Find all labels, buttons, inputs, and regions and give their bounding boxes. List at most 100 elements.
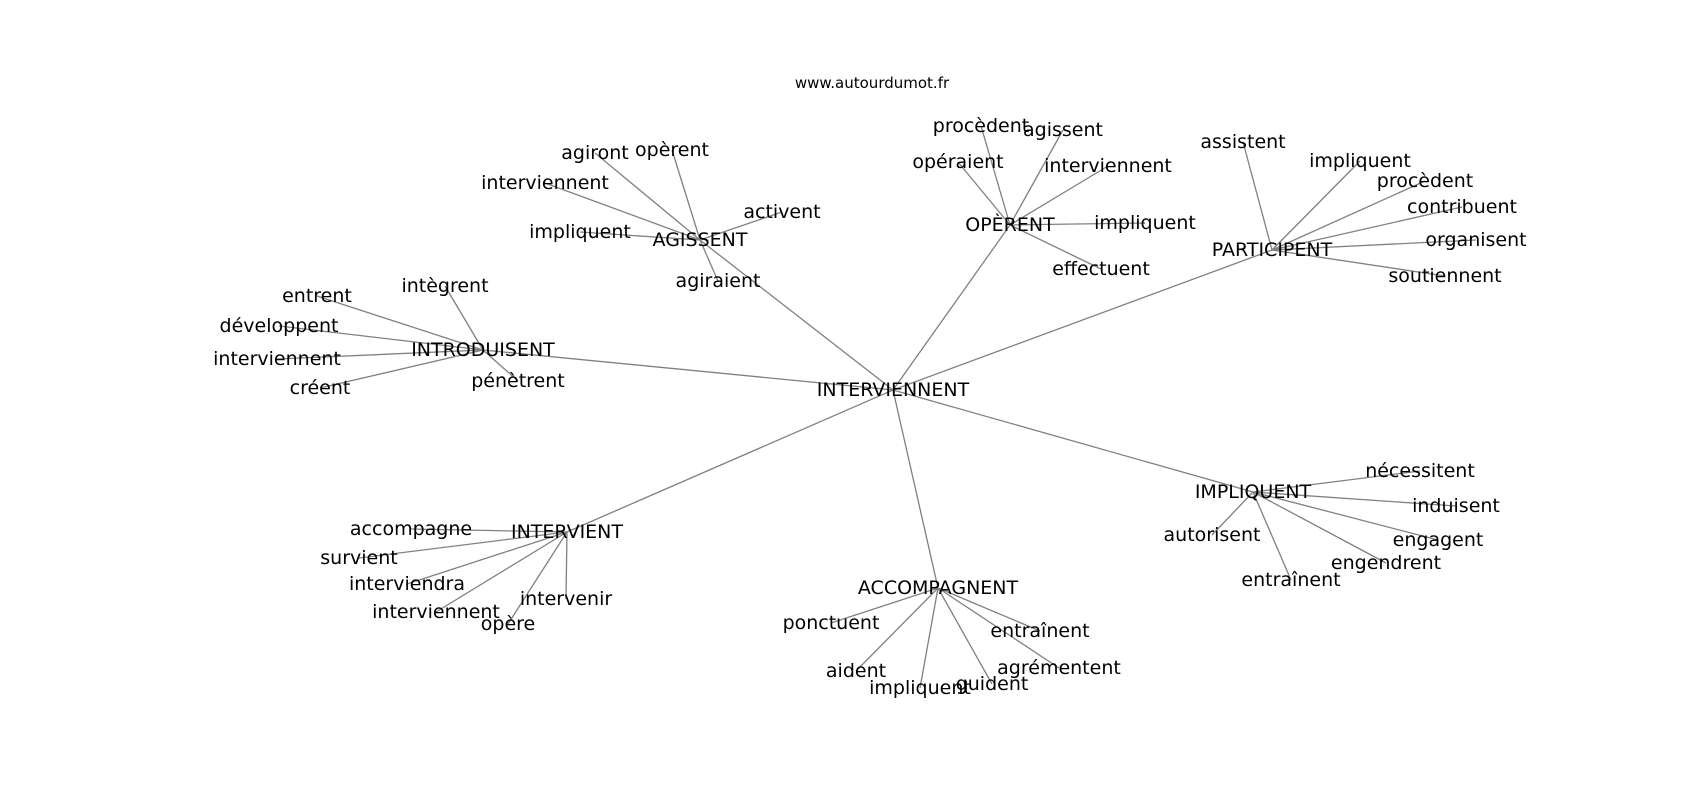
edge-intervient-interviennent	[435, 531, 568, 613]
hub-introduisent[interactable]: INTRODUISENT	[411, 339, 555, 361]
edge-agissent-activent	[699, 211, 783, 241]
edge-accompagnent-ponctuent	[830, 587, 939, 624]
leaf-impliquent-induisent[interactable]: induisent	[1412, 495, 1500, 517]
leaf-intervient-interviennent[interactable]: interviennent	[372, 601, 500, 623]
leaf-introduisent-developpent[interactable]: développent	[220, 315, 339, 337]
edge-center-operent	[892, 224, 1011, 391]
leaf-participent-soutiennent[interactable]: soutiennent	[1388, 265, 1501, 287]
edge-participent-impliquent	[1271, 160, 1361, 251]
leaf-introduisent-interviennent[interactable]: interviennent	[213, 348, 341, 370]
leaf-introduisent-integrent[interactable]: intègrent	[401, 275, 488, 297]
edge-center-accompagnent	[892, 389, 939, 589]
edge-center-participent	[892, 249, 1273, 391]
edge-introduisent-entrent	[316, 295, 484, 351]
edge-accompagnent-guident	[937, 587, 993, 685]
edge-introduisent-penetrent	[482, 349, 519, 382]
edge-center-impliquent	[892, 389, 1254, 493]
leaf-operent-operaient[interactable]: opéraient	[912, 151, 1003, 173]
edge-accompagnent-impliquent	[919, 587, 939, 689]
hub-operent[interactable]: OPÈRENT	[965, 213, 1055, 236]
leaf-impliquent-engendrent[interactable]: engendrent	[1331, 552, 1441, 574]
edge-agissent-impliquent	[579, 231, 701, 241]
edge-agissent-agiront	[594, 152, 701, 241]
leaf-participent-procedent[interactable]: procèdent	[1377, 170, 1473, 192]
leaf-accompagnent-guident[interactable]: guident	[956, 673, 1029, 695]
edge-operent-interviennent	[1009, 165, 1109, 226]
leaf-intervient-interviendra[interactable]: interviendra	[349, 573, 465, 595]
leaf-accompagnent-impliquent[interactable]: impliquent	[869, 677, 971, 699]
edge-introduisent-creent	[319, 349, 484, 389]
edge-introduisent-integrent	[444, 285, 484, 351]
leaf-accompagnent-entrainent[interactable]: entraînent	[990, 620, 1089, 642]
leaf-intervient-intervenir[interactable]: intervenir	[520, 588, 613, 610]
leaf-accompagnent-agrementent[interactable]: agrémentent	[997, 657, 1121, 679]
hub-intervient[interactable]: INTERVIENT	[511, 521, 623, 543]
edge-participent-soutiennent	[1271, 249, 1446, 277]
edge-center-intervient	[566, 389, 894, 533]
hub-participent[interactable]: PARTICIPENT	[1212, 239, 1333, 261]
leaf-impliquent-engagent[interactable]: engagent	[1393, 529, 1484, 551]
edge-intervient-interviendra	[406, 531, 568, 585]
leaf-participent-contribuent[interactable]: contribuent	[1407, 196, 1517, 218]
edge-operent-operaient	[957, 161, 1011, 226]
hub-impliquent[interactable]: IMPLIQUENT	[1195, 481, 1312, 503]
watermark: www.autourdumot.fr	[795, 74, 950, 92]
leaf-agissent-interviennent[interactable]: interviennent	[481, 172, 609, 194]
edge-accompagnent-entrainent	[937, 587, 1041, 632]
edge-intervient-opere	[507, 531, 568, 625]
leaf-intervient-survient[interactable]: survient	[320, 547, 397, 569]
center-node[interactable]: INTERVIENNENT	[817, 379, 970, 401]
leaf-agissent-agiront[interactable]: agiront	[561, 142, 629, 164]
leaf-impliquent-entrainent[interactable]: entraînent	[1241, 569, 1340, 591]
graph-edges	[276, 125, 1477, 689]
edge-center-agissent	[699, 239, 894, 391]
edge-participent-assistent	[1242, 141, 1273, 251]
edge-impliquent-engendrent	[1252, 491, 1387, 564]
leaf-accompagnent-aident[interactable]: aident	[826, 660, 886, 682]
leaf-accompagnent-ponctuent[interactable]: ponctuent	[783, 612, 880, 634]
leaf-operent-procedent[interactable]: procèdent	[933, 115, 1029, 137]
edge-introduisent-developpent	[278, 325, 484, 351]
hub-accompagnent[interactable]: ACCOMPAGNENT	[858, 577, 1019, 599]
edge-introduisent-interviennent	[276, 349, 484, 360]
edge-center-introduisent	[482, 349, 894, 391]
leaf-introduisent-creent[interactable]: créent	[290, 377, 351, 399]
edge-impliquent-entrainent	[1252, 491, 1292, 581]
edge-accompagnent-agrementent	[937, 587, 1060, 669]
edge-impliquent-autorisent	[1211, 491, 1254, 536]
edge-operent-impliquent	[1009, 222, 1146, 226]
leaf-agissent-activent[interactable]: activent	[743, 201, 820, 223]
edge-accompagnent-aident	[855, 587, 939, 672]
leaf-agissent-agiraient[interactable]: agiraient	[676, 270, 761, 292]
leaf-operent-interviennent[interactable]: interviennent	[1044, 155, 1172, 177]
leaf-participent-organisent[interactable]: organisent	[1425, 229, 1526, 251]
leaf-operent-agissent[interactable]: agissent	[1023, 119, 1103, 141]
edge-agissent-agiraient	[699, 239, 719, 282]
leaf-operent-effectuent[interactable]: effectuent	[1052, 258, 1150, 280]
leaf-participent-assistent[interactable]: assistent	[1200, 131, 1285, 153]
leaf-intervient-opere[interactable]: opère	[481, 613, 535, 635]
leaf-impliquent-necessitent[interactable]: nécessitent	[1365, 460, 1475, 482]
edge-agissent-interviennent	[544, 182, 701, 241]
leaf-operent-impliquent[interactable]: impliquent	[1094, 212, 1196, 234]
edge-operent-procedent	[980, 125, 1011, 226]
edge-impliquent-necessitent	[1252, 470, 1421, 493]
leaf-introduisent-penetrent[interactable]: pénètrent	[471, 370, 565, 392]
leaf-impliquent-autorisent[interactable]: autorisent	[1164, 524, 1261, 546]
leaf-agissent-operent[interactable]: opèrent	[635, 139, 709, 161]
hub-agissent[interactable]: AGISSENT	[653, 229, 748, 251]
edge-participent-contribuent	[1271, 206, 1463, 251]
edge-participent-procedent	[1271, 180, 1426, 251]
edge-operent-effectuent	[1009, 224, 1102, 270]
edge-intervient-survient	[358, 531, 568, 559]
graph-labels: agiront opèrent interviennent activent impli…	[213, 115, 1526, 699]
leaf-participent-impliquent[interactable]: impliquent	[1309, 150, 1411, 172]
leaf-intervient-accompagne[interactable]: accompagne	[350, 518, 472, 540]
leaf-agissent-impliquent[interactable]: impliquent	[529, 221, 631, 243]
leaf-introduisent-entrent[interactable]: entrent	[282, 285, 352, 307]
edge-intervient-intervenir	[565, 531, 568, 600]
edge-intervient-accompagne	[410, 528, 568, 533]
edge-operent-agissent	[1009, 129, 1064, 226]
edge-impliquent-engagent	[1252, 491, 1439, 541]
